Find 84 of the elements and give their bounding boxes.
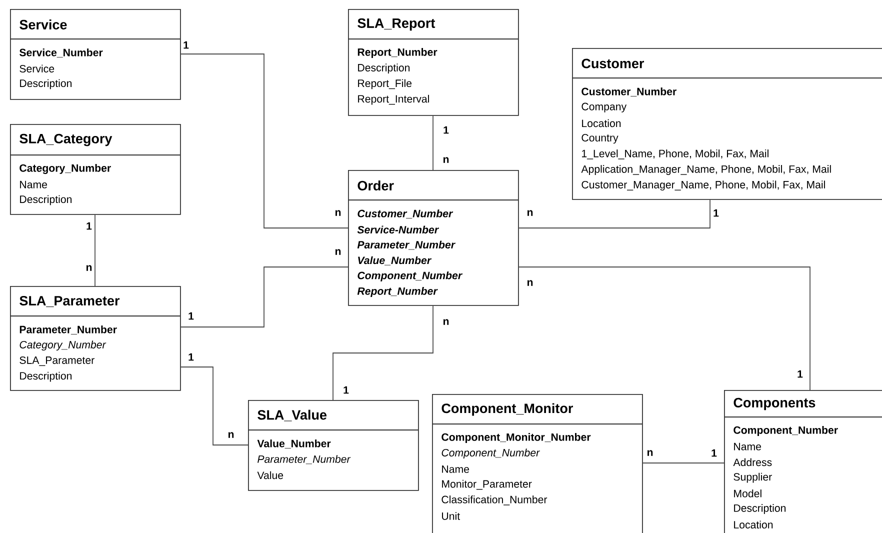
relationship-line [332,305,434,400]
attribute-text: Value_Number [257,440,331,448]
cardinality-label: 1 [184,41,189,49]
attribute-text: Report_File [358,79,412,90]
attribute-text: Unit [442,512,460,520]
cardinality-label: 1 [444,126,449,134]
entity-title: Service [20,20,67,30]
attribute-text: Category_Number [20,340,106,351]
relationship-line [94,214,96,286]
attribute-text: Component_Number [442,448,540,459]
cardinality-label: n [647,450,653,456]
relationship-line [642,462,724,464]
attribute-text: Value [257,471,284,480]
attribute-text: Report_Number [358,48,438,58]
entity-box [724,390,882,533]
entity-box [10,124,181,215]
attribute-text: Supplier [734,472,772,483]
attribute-text: Report_Number [357,287,438,297]
attribute-text: Parameter_Number [258,455,351,464]
attribute-text: Location [734,520,773,528]
attribute-text: Company [582,102,627,112]
cardinality-label: 1 [86,222,92,230]
cardinality-label: n [443,157,449,163]
attribute-text: Monitor_Parameter [442,480,532,490]
attribute-text: Description [20,79,72,90]
attribute-text: Component_Monitor_Number [442,433,591,443]
attribute-text: Service [20,64,54,72]
attribute-text: Address [733,458,772,466]
attribute-text: Customer_Number [582,88,676,96]
cardinality-label: 1 [712,449,717,457]
relationship-line [180,266,348,328]
cardinality-label: 1 [798,370,803,378]
cardinality-label: n [86,265,92,271]
entity-title: SLA_Value [258,410,327,422]
entity-title: SLA_Category [20,134,112,146]
entity-box [248,400,419,491]
attribute-text: Customer_Manager_Name, Phone, Mobil, Fax, Mail [582,180,825,191]
attribute-text: Service-Number [357,226,439,234]
attribute-text: Service_Number [20,48,103,58]
relationship-line [180,366,248,446]
attribute-text: Description [20,372,72,382]
entity-title: Order [358,180,394,190]
attribute-text: Component_Number [734,426,838,436]
entity-title: Component_Monitor [442,403,573,416]
attribute-text: Parameter_Number [20,326,117,334]
relationship-line [180,54,348,228]
attribute-text: Location [582,119,621,128]
attribute-text: Description [734,504,786,514]
attribute-text: Name [442,466,469,473]
relationship-line [518,266,810,390]
entity-title: SLA_Report [358,18,436,31]
entity-box [348,170,519,306]
attribute-text: Country [582,134,618,144]
entity-box [572,48,882,200]
attribute-text: Report_Interval [358,94,429,105]
attribute-text: Category_Number [20,164,111,174]
entity-title: Customer [582,58,644,68]
cardinality-label: 1 [714,209,719,217]
entity-box [348,9,519,116]
attribute-text: Customer_Number [358,210,454,218]
attribute-text: Description [358,64,410,74]
attribute-text: Value_Number [358,256,432,266]
attribute-text: Component_Number [358,271,463,282]
cardinality-label: n [228,432,234,438]
relationship-line [518,199,710,228]
cardinality-label: n [443,319,449,325]
entity-box [10,9,181,100]
entity-box [10,286,181,391]
entity-title: SLA_Parameter [20,296,120,308]
attribute-text: Name [734,442,762,450]
attribute-text: 1_Level_Name, Phone, Mobil, Fax, Mail [582,150,768,160]
attribute-text: SLA_Parameter [20,356,94,366]
attribute-text: Classification_Number [442,496,548,506]
attribute-text: Description [20,195,72,206]
cardinality-label: 1 [188,353,194,361]
attribute-text: Model [734,490,762,498]
entity-title: Components [734,398,816,410]
relationship-line [432,115,434,170]
attribute-text: Parameter_Number [357,240,456,250]
attribute-text: Name [20,180,47,188]
cardinality-label: 1 [188,312,194,320]
attribute-text: Application_Manager_Name, Phone, Mobil, Fax, Mail [581,165,831,175]
cardinality-label: 1 [344,386,349,394]
entity-box [432,394,643,533]
